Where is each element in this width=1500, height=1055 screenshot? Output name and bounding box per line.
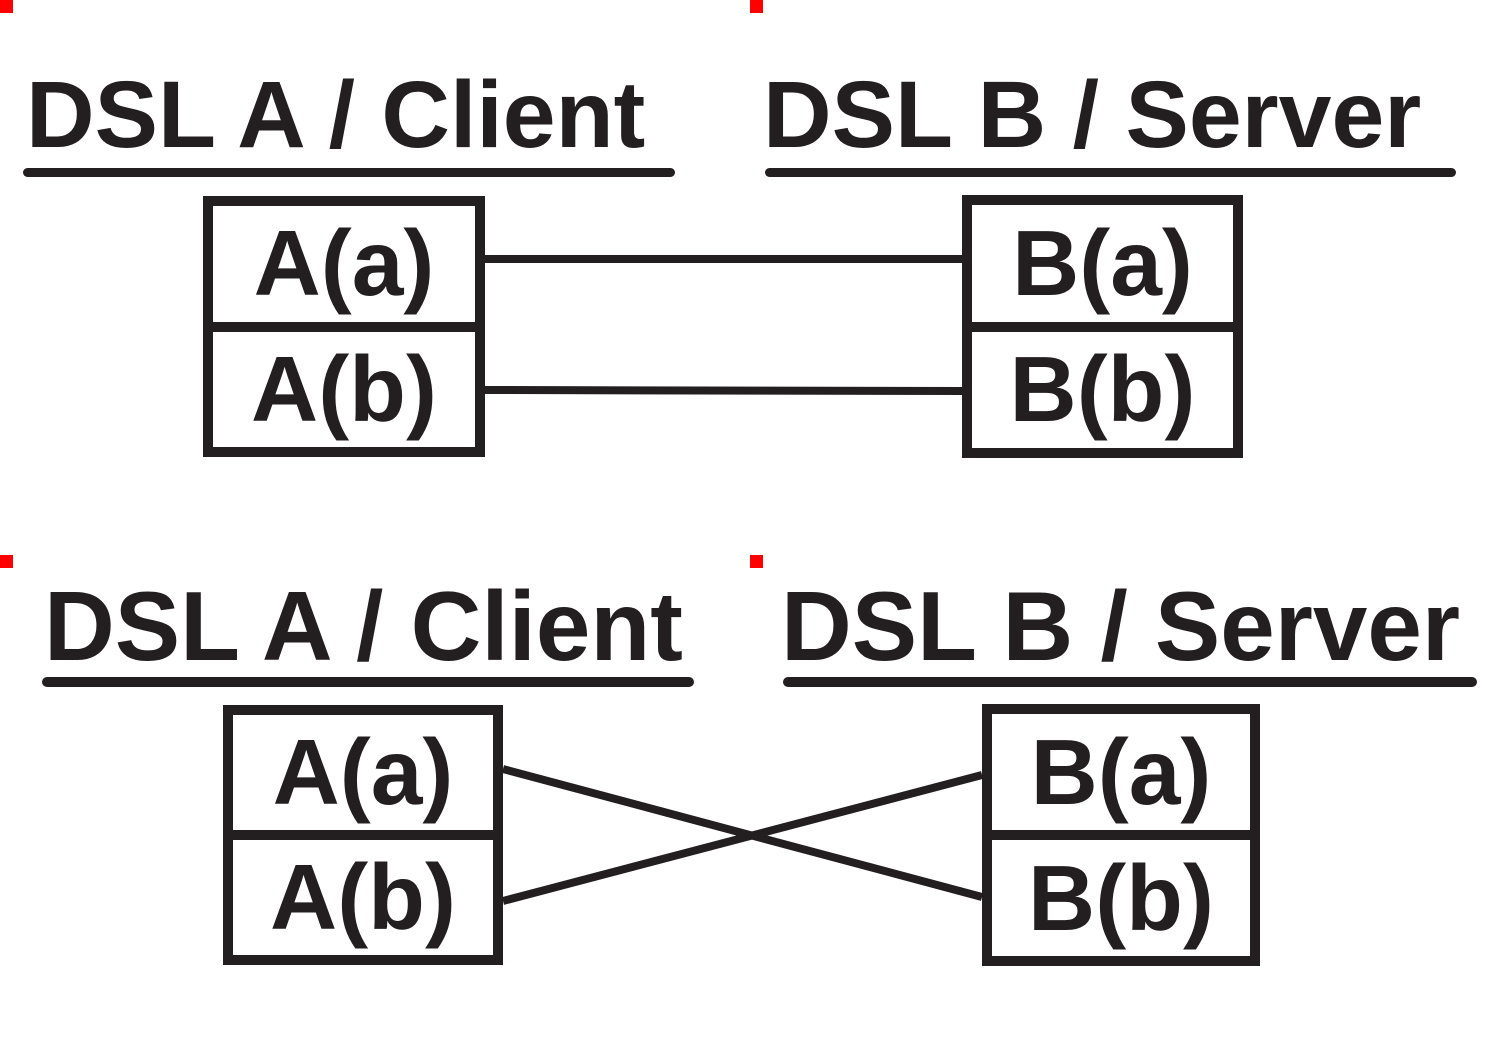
dsl-b-port-box: B(a) B(b) — [962, 195, 1243, 458]
port-label: B(a) — [1030, 719, 1212, 824]
dsl-a-client-heading: DSL A / Client — [44, 571, 683, 681]
wire-ab-bb — [484, 386, 963, 395]
port-label: B(a) — [1012, 210, 1193, 315]
port-label: B(b) — [1028, 845, 1214, 950]
wire-ab-ba — [501, 771, 984, 905]
port-a-a: A(a) — [213, 206, 475, 322]
port-label: A(a) — [272, 720, 454, 824]
red-corner-marker — [0, 0, 13, 13]
port-a-b: A(b) — [233, 830, 493, 955]
port-a-b: A(b) — [213, 321, 475, 448]
red-corner-marker — [750, 0, 763, 13]
port-label: B(b) — [1009, 337, 1196, 442]
port-b-b: B(b) — [992, 830, 1250, 956]
dsl-a-port-box: A(a) A(b) — [203, 196, 485, 457]
wire-aa-bb — [501, 765, 984, 901]
dsl-a-client-heading: DSL A / Client — [26, 62, 646, 168]
dsl-b-server-heading: DSL B / Server — [763, 62, 1422, 168]
port-b-a: B(a) — [992, 714, 1250, 830]
heading-underline — [42, 677, 694, 687]
red-corner-marker — [750, 555, 763, 568]
port-label: A(a) — [253, 211, 435, 316]
port-b-b: B(b) — [972, 321, 1233, 449]
heading-underline — [23, 168, 675, 177]
port-label: A(b) — [270, 845, 456, 949]
dsl-a-port-box: A(a) A(b) — [223, 705, 503, 965]
red-corner-marker — [0, 555, 13, 568]
port-a-a: A(a) — [233, 715, 493, 830]
heading-underline — [783, 677, 1477, 687]
port-b-a: B(a) — [972, 205, 1233, 322]
dsl-b-port-box: B(a) B(b) — [982, 704, 1260, 966]
port-label: A(b) — [251, 336, 437, 441]
heading-underline — [765, 168, 1456, 177]
dsl-b-server-heading: DSL B / Server — [781, 571, 1461, 681]
